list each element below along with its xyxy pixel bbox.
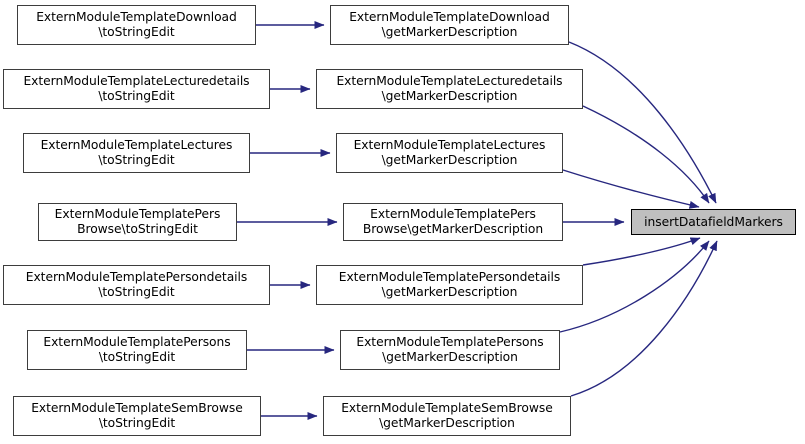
middle-node-5-line2: \getMarkerDescription (382, 350, 518, 364)
caller-node-3-line1: ExternModuleTemplatePers (54, 207, 221, 221)
middle-node-0-line1: ExternModuleTemplateDownload (349, 10, 550, 24)
caller-node-4-line1: ExternModuleTemplatePersondetails (25, 270, 248, 284)
middle-node-2-line2: \getMarkerDescription (381, 153, 518, 167)
caller-node-6-line2: \toStringEdit (98, 416, 176, 430)
middle-node-6[interactable]: ExternModuleTemplateSemBrowse\getMarkerD… (323, 396, 571, 436)
caller-node-2-line2: \toStringEdit (98, 153, 175, 167)
middle-node-4[interactable]: ExternModuleTemplatePersondetails\getMar… (316, 265, 583, 305)
middle-node-2[interactable]: ExternModuleTemplateLectures\getMarkerDe… (336, 133, 563, 173)
caller-node-6-line1: ExternModuleTemplateSemBrowse (31, 401, 243, 415)
caller-node-1[interactable]: ExternModuleTemplateLecturedetails\toStr… (3, 69, 270, 109)
middle-node-6-line2: \getMarkerDescription (379, 416, 515, 430)
middle-node-2-line1: ExternModuleTemplateLectures (353, 138, 546, 152)
middle-node-4-line2: \getMarkerDescription (381, 285, 518, 299)
middle-node-0-line2: \getMarkerDescription (381, 25, 518, 39)
middle-node-3-line2: Browse\getMarkerDescription (362, 222, 544, 236)
caller-node-5-line1: ExternModuleTemplatePersons (43, 335, 231, 349)
target-node-insertdatafieldmarkers[interactable]: insertDatafieldMarkers (631, 209, 796, 235)
edge-middle-4-to-target (582, 237, 701, 266)
caller-node-1-line2: \toStringEdit (98, 89, 175, 103)
caller-node-2[interactable]: ExternModuleTemplateLectures\toStringEdi… (23, 133, 250, 173)
middle-node-1-line1: ExternModuleTemplateLecturedetails (336, 74, 563, 88)
caller-node-2-line1: ExternModuleTemplateLectures (40, 138, 233, 152)
caller-node-1-line1: ExternModuleTemplateLecturedetails (23, 74, 250, 88)
edge-middle-1-to-target (582, 105, 710, 204)
middle-node-6-line1: ExternModuleTemplateSemBrowse (341, 401, 553, 415)
middle-node-1[interactable]: ExternModuleTemplateLecturedetails\getMa… (316, 69, 583, 109)
caller-node-6[interactable]: ExternModuleTemplateSemBrowse\toStringEd… (13, 396, 261, 436)
middle-node-4-line1: ExternModuleTemplatePersondetails (338, 270, 561, 284)
caller-node-5-line2: \toStringEdit (98, 350, 176, 364)
middle-node-3-line1: ExternModuleTemplatePers (370, 207, 536, 221)
middle-node-5-line1: ExternModuleTemplatePersons (356, 335, 544, 349)
caller-node-0[interactable]: ExternModuleTemplateDownload\toStringEdi… (17, 5, 256, 45)
edge-middle-2-to-target (562, 169, 700, 209)
target-node-label: insertDatafieldMarkers (644, 214, 783, 229)
caller-node-0-line1: ExternModuleTemplateDownload (36, 10, 237, 24)
caller-node-0-line2: \toStringEdit (98, 25, 175, 39)
middle-node-5[interactable]: ExternModuleTemplatePersons\getMarkerDes… (340, 330, 560, 370)
caller-node-5[interactable]: ExternModuleTemplatePersons\toStringEdit (27, 330, 247, 370)
caller-node-4[interactable]: ExternModuleTemplatePersondetails\toStri… (3, 265, 270, 305)
caller-node-4-line2: \toStringEdit (98, 285, 175, 299)
edge-middle-0-to-target (568, 41, 717, 204)
caller-node-3-line2: Browse\toStringEdit (77, 222, 198, 236)
middle-node-1-line2: \getMarkerDescription (381, 89, 518, 103)
middle-node-0[interactable]: ExternModuleTemplateDownload\getMarkerDe… (330, 5, 569, 45)
edge-middle-6-to-target (570, 240, 718, 397)
